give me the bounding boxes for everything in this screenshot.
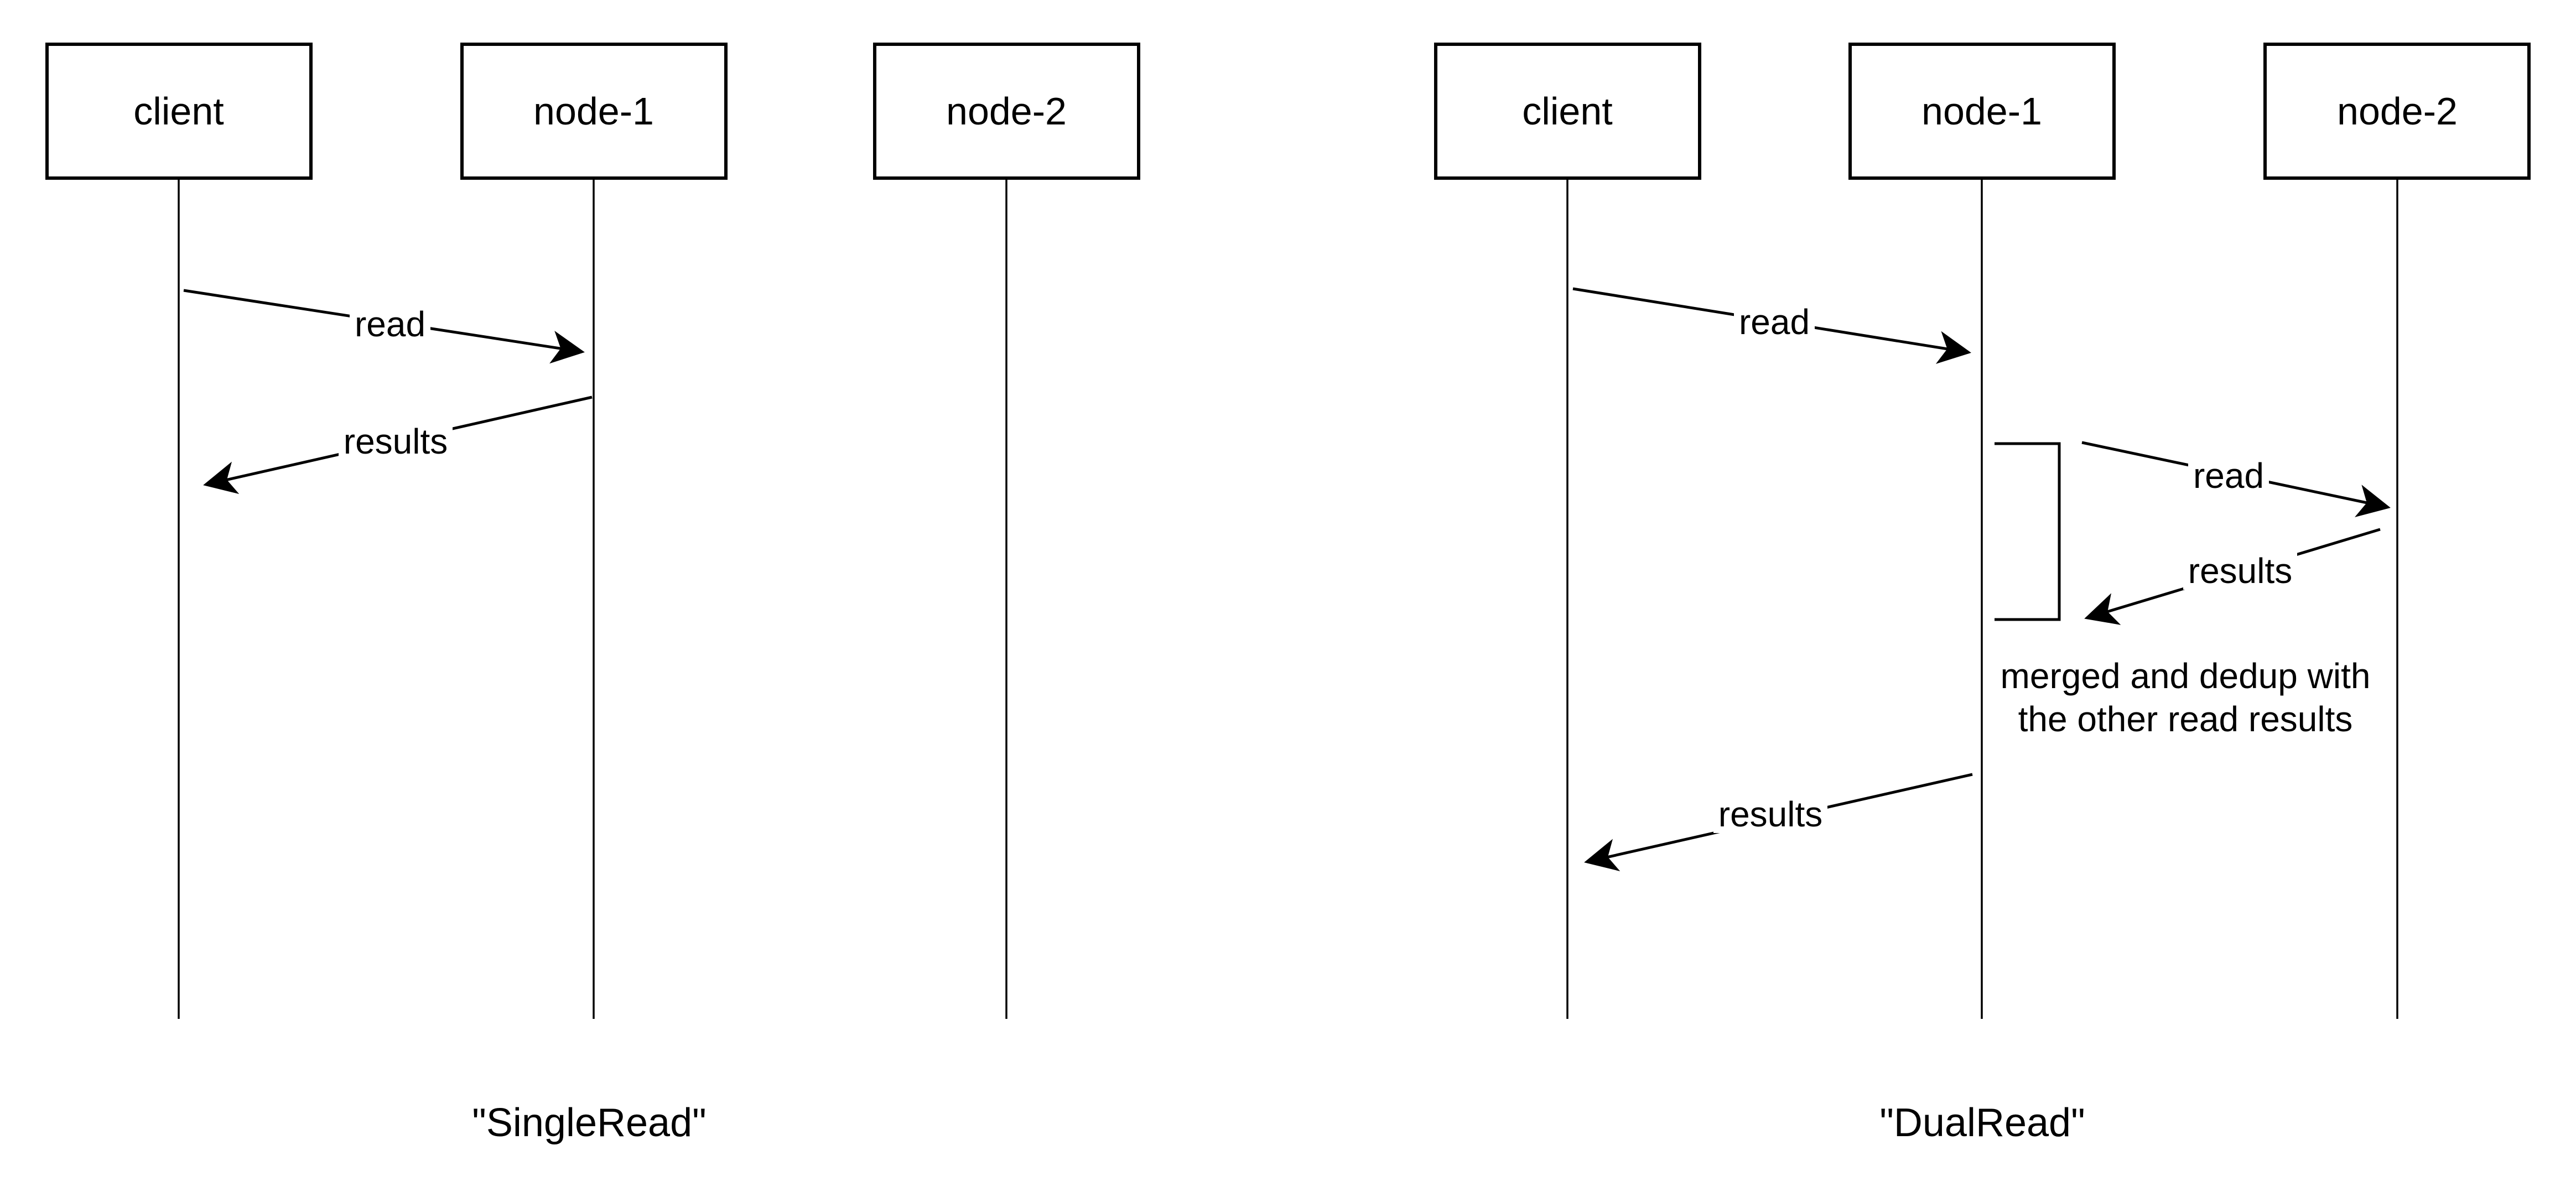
note-line-2: the other read results — [2018, 699, 2353, 739]
message-label-results: results — [1718, 794, 1823, 834]
actor-label-node-2: node-2 — [946, 90, 1067, 133]
actor-label-node-1: node-1 — [533, 90, 654, 133]
actor-box-client — [1434, 43, 1701, 180]
actor-label-node-1: node-1 — [1921, 90, 2042, 133]
message-label-bg — [2183, 552, 2297, 590]
message-label-read: read — [1739, 302, 1810, 342]
diagram-caption-dualread: "DualRead" — [1879, 1101, 2085, 1145]
message-label-bg — [1734, 303, 1815, 341]
message-label-results: results — [2188, 551, 2293, 591]
actor-box-node-1 — [1848, 43, 2116, 180]
diagram-caption-singleread: "SingleRead" — [472, 1101, 706, 1145]
message-label-bg — [2188, 457, 2269, 495]
note-line-1: merged and dedup with — [2001, 656, 2371, 696]
actor-box-node-2 — [2263, 43, 2531, 180]
message-label-bg — [350, 305, 430, 343]
dualread-diagram: client node-1 node-2 read read results m… — [1434, 43, 2531, 1145]
activation-bracket — [1995, 442, 2061, 621]
actor-label-client: client — [133, 90, 224, 133]
actor-label-client: client — [1522, 90, 1612, 133]
message-label-read: read — [355, 304, 425, 344]
actor-box-client — [45, 43, 313, 180]
actor-label-node-2: node-2 — [2337, 90, 2458, 133]
message-label-read: read — [2193, 456, 2264, 496]
actor-box-node-2 — [873, 43, 1140, 180]
message-label-results: results — [344, 421, 448, 461]
message-label-bg — [1713, 795, 1827, 833]
actor-box-node-1 — [460, 43, 728, 180]
message-label-bg — [339, 423, 453, 460]
singleread-diagram: client node-1 node-2 read results "Singl… — [45, 43, 1140, 1145]
